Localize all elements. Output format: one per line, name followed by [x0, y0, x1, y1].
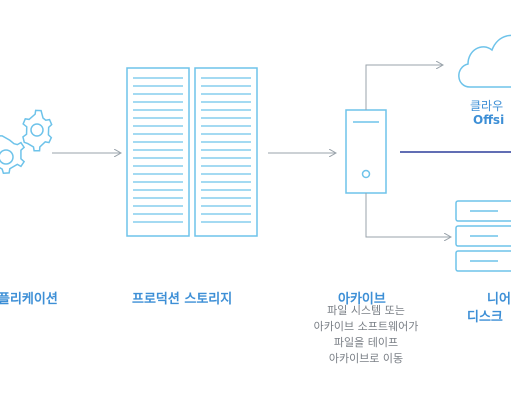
archive-description: 파일 시스템 또는 아카이브 소프트웨어가 파일을 테이프 아카이브로 이동	[306, 303, 426, 367]
branch-arrows	[365, 65, 451, 237]
production-storage-label: 프로덕션 스토리지	[132, 292, 233, 307]
disk-stack-icon	[455, 200, 511, 272]
archive-desc-line-1: 파일 시스템 또는	[327, 304, 405, 317]
server-rack-icon	[126, 67, 258, 237]
large-gear-icon	[0, 135, 26, 175]
archive-label: 아카이브	[338, 292, 386, 307]
archive-desc-line-3: 파일을 테이프	[333, 336, 399, 349]
server-tower-icon	[345, 109, 387, 194]
nearline-subtitle: 디스크	[467, 310, 503, 325]
arrow-archive-to-nearline	[365, 193, 451, 237]
cloud-subtitle: Offsi	[473, 113, 505, 127]
archive-desc-line-4: 아카이브로 이동	[328, 352, 404, 365]
small-gear-icon	[22, 109, 53, 152]
application-label: 플리케이션	[0, 292, 58, 307]
cloud-icon	[458, 34, 511, 88]
arrow-archive-to-cloud	[365, 65, 443, 110]
archive-desc-line-2: 아카이브 소프트웨어가	[313, 320, 419, 333]
gears-icon	[0, 109, 53, 175]
cloud-title: 클라우	[470, 99, 504, 113]
nearline-title: 니어	[487, 292, 511, 307]
